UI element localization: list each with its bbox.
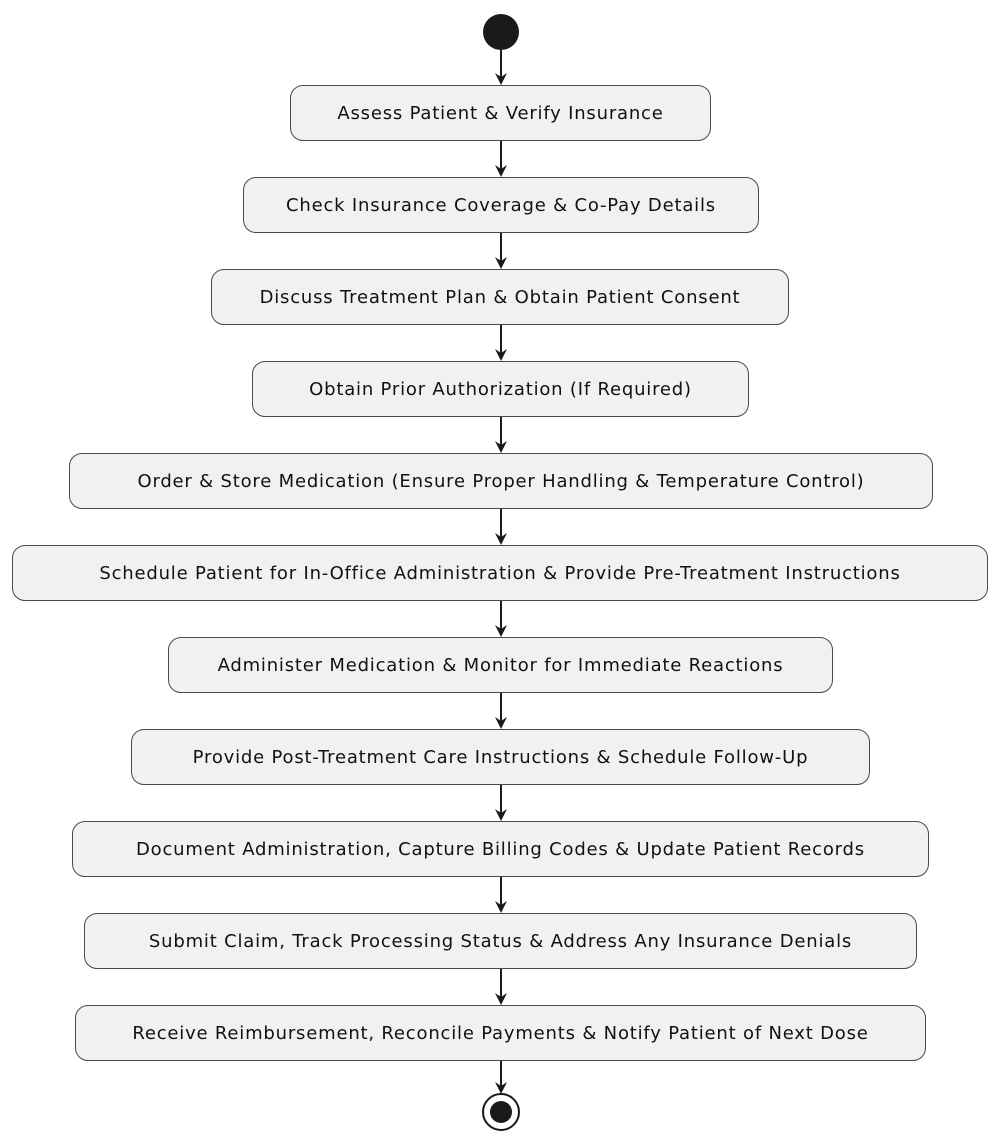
connector-arrow [495, 509, 507, 545]
step-order-store-medication: Order & Store Medication (Ensure Proper … [69, 453, 933, 509]
connector-arrow [495, 417, 507, 453]
connector-arrow [495, 785, 507, 821]
step-receive-reimbursement: Receive Reimbursement, Reconcile Payment… [75, 1005, 926, 1061]
step-post-treatment-care: Provide Post-Treatment Care Instructions… [131, 729, 870, 785]
connector-arrow [495, 50, 507, 85]
step-document-administration: Document Administration, Capture Billing… [72, 821, 929, 877]
step-prior-authorization: Obtain Prior Authorization (If Required) [252, 361, 749, 417]
connector-arrow [495, 325, 507, 361]
end-node [482, 1093, 520, 1131]
connector-arrow [495, 877, 507, 913]
connector-arrow [495, 601, 507, 637]
step-discuss-treatment: Discuss Treatment Plan & Obtain Patient … [211, 269, 789, 325]
start-node [483, 14, 519, 50]
step-submit-claim: Submit Claim, Track Processing Status & … [84, 913, 917, 969]
step-check-coverage: Check Insurance Coverage & Co-Pay Detail… [243, 177, 759, 233]
connector-arrow [495, 1061, 507, 1094]
connector-arrow [495, 969, 507, 1005]
step-schedule-patient: Schedule Patient for In-Office Administr… [12, 545, 988, 601]
connector-arrow [495, 141, 507, 177]
step-administer-medication: Administer Medication & Monitor for Imme… [168, 637, 833, 693]
connector-arrow [495, 233, 507, 269]
connector-arrow [495, 693, 507, 729]
step-assess-patient: Assess Patient & Verify Insurance [290, 85, 711, 141]
